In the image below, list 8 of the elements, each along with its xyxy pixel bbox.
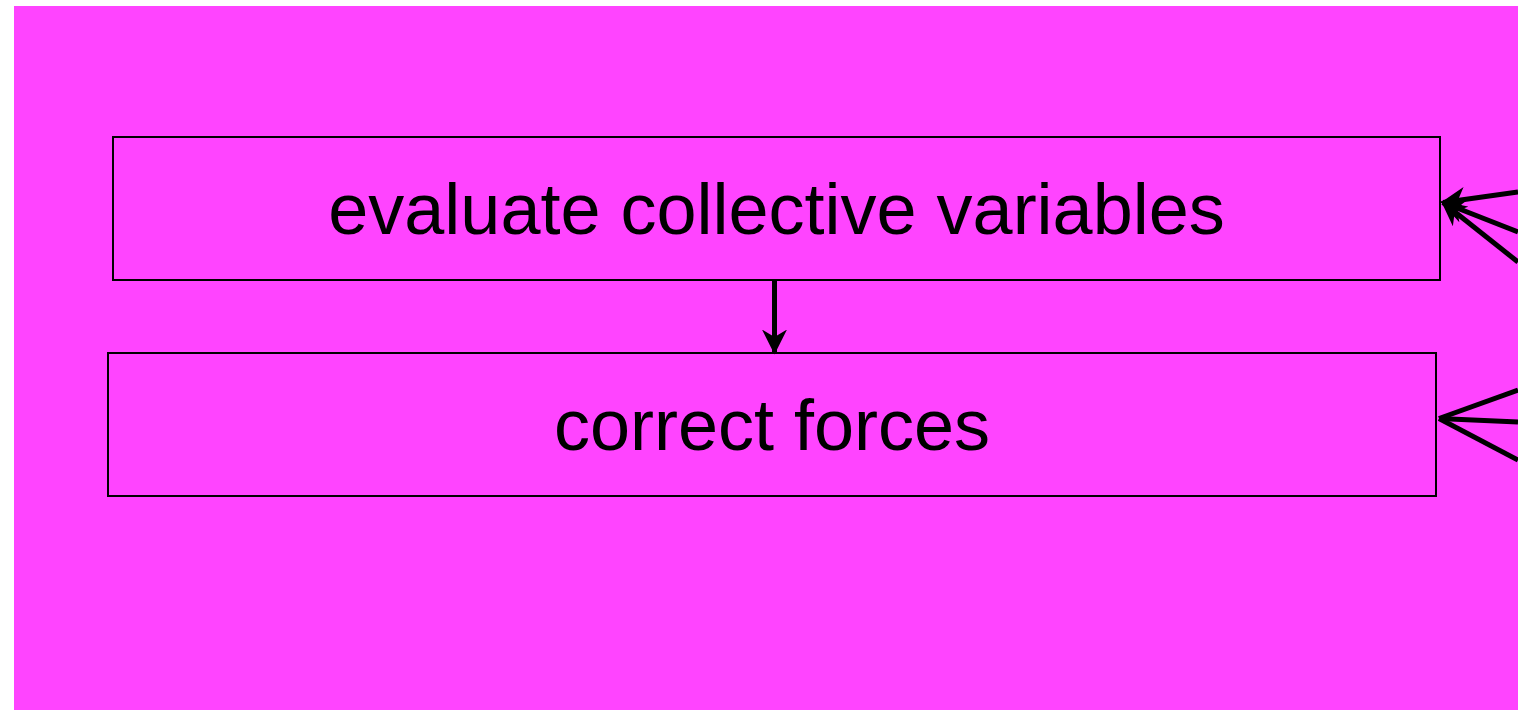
process-box (112, 136, 1441, 281)
arrow (762, 281, 787, 355)
process-box (107, 352, 1437, 497)
connector-line (1438, 416, 1518, 425)
connector-line (1437, 416, 1518, 463)
arrow (1441, 200, 1518, 264)
box-label: evaluate collective variables (328, 167, 1225, 250)
box-label: correct forces (553, 383, 991, 466)
